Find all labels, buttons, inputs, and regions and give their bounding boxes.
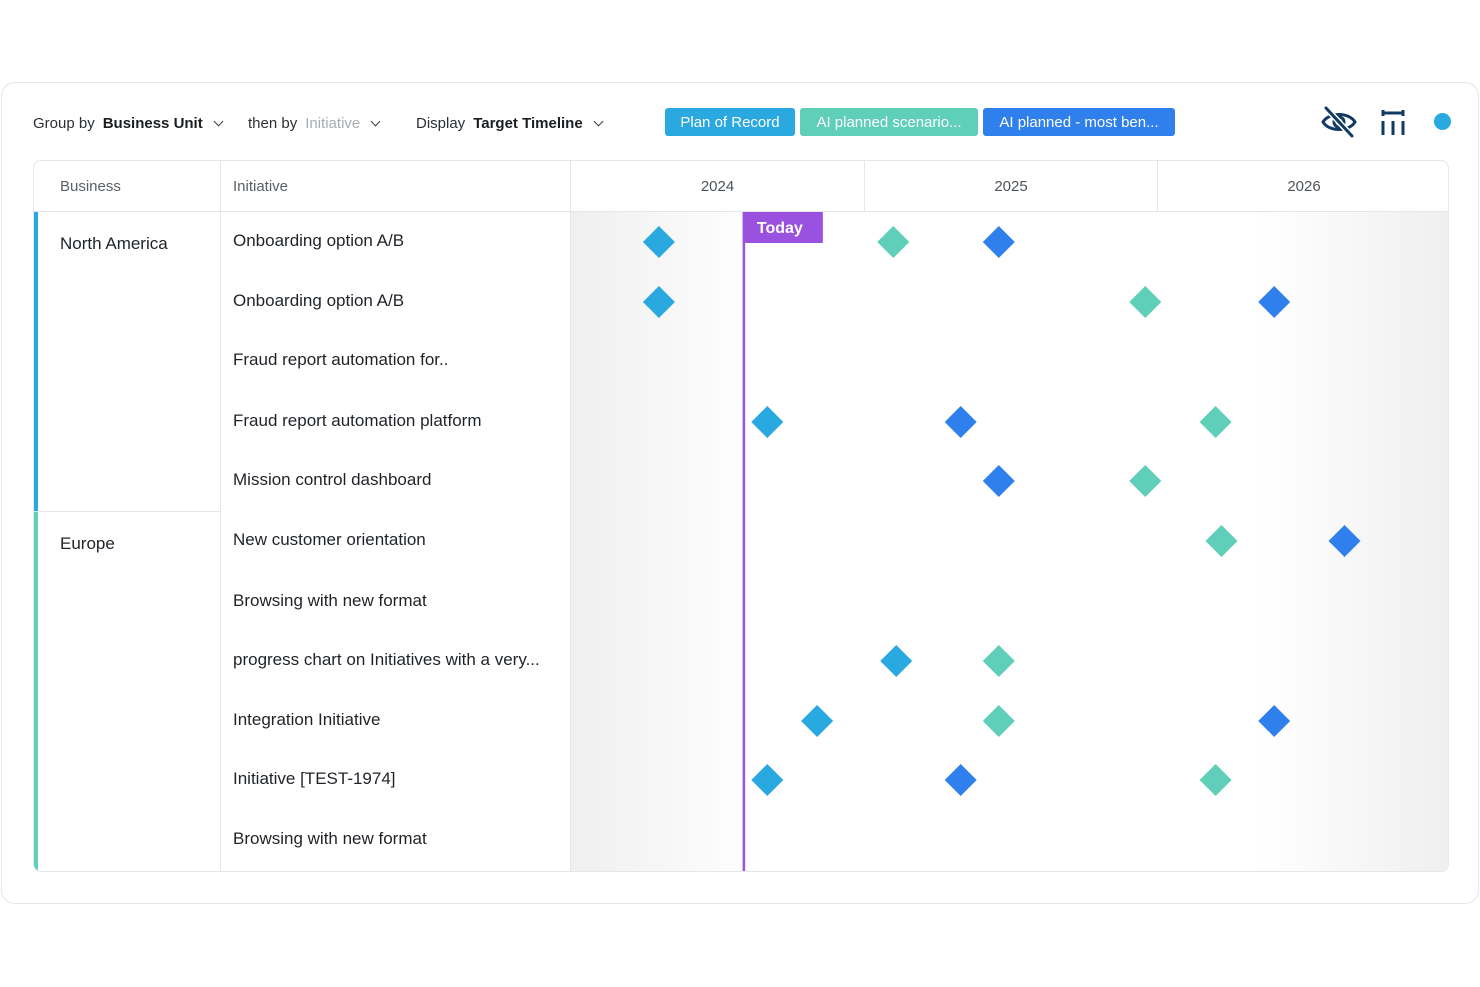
timeline-card: Group by Business Unit then by Initiativ… [1, 82, 1479, 904]
group-by-value: Business Unit [102, 114, 203, 132]
milestone-diamond[interactable] [1199, 764, 1232, 796]
milestone-diamond[interactable] [801, 705, 834, 737]
initiative-row[interactable]: Integration Initiative [233, 710, 381, 729]
group-by-label: Group by [33, 114, 95, 132]
initiative-row[interactable]: New customer orientation [233, 530, 426, 549]
business-group-north-america: North America [34, 212, 221, 512]
milestone-diamond[interactable] [1328, 525, 1361, 557]
eye-off-icon[interactable] [1320, 105, 1358, 139]
milestone-diamond[interactable] [751, 406, 784, 438]
chevron-down-icon [213, 116, 224, 126]
display-dropdown[interactable]: Display Target Timeline [416, 113, 604, 133]
year-header-2026: 2026 [1158, 161, 1448, 212]
milestone-diamond[interactable] [1129, 465, 1162, 497]
scenario-pill-plan-of-record[interactable]: Plan of Record [665, 108, 795, 136]
business-group-europe: Europe [34, 512, 221, 871]
then-by-dropdown[interactable]: then by Initiative [248, 113, 381, 133]
chevron-down-icon [370, 116, 381, 126]
initiative-column: Onboarding option A/B Onboarding option A… [221, 212, 571, 871]
milestone-diamond[interactable] [1199, 406, 1232, 438]
column-header-business[interactable]: Business [34, 161, 221, 212]
initiative-row[interactable]: Fraud report automation for.. [233, 350, 449, 369]
column-header-initiative[interactable]: Initiative [221, 161, 571, 212]
business-name: Europe [60, 534, 115, 553]
toolbar: Group by Business Unit then by Initiativ… [2, 83, 1478, 161]
milestone-diamond[interactable] [877, 226, 910, 258]
timeline-area: Today [571, 212, 1448, 871]
scenario-pill-ai-planned[interactable]: AI planned scenario... [800, 108, 978, 136]
business-name: North America [60, 234, 168, 253]
initiative-row[interactable]: Onboarding option A/B [233, 231, 405, 250]
milestone-diamond[interactable] [1258, 705, 1291, 737]
group-by-dropdown[interactable]: Group by Business Unit [33, 113, 224, 133]
timeline-grid: Business Initiative 2024 2025 2026 North… [33, 160, 1449, 872]
year-header-2025: 2025 [865, 161, 1158, 212]
chevron-down-icon [593, 116, 604, 126]
business-color-bar [34, 212, 38, 511]
timeline-svg: Today [642, 212, 1361, 871]
milestone-diamond[interactable] [1129, 286, 1162, 318]
then-by-label: then by [248, 114, 298, 132]
milestone-diamond[interactable] [944, 764, 977, 796]
milestone-diamond[interactable] [1258, 286, 1291, 318]
milestone-diamond[interactable] [982, 465, 1015, 497]
today-marker [742, 212, 823, 243]
business-column: North America Europe [34, 212, 221, 871]
initiative-row[interactable]: Fraud report automation platform [233, 411, 482, 430]
initiative-row[interactable]: Onboarding option A/B [233, 291, 405, 310]
milestone-diamond[interactable] [982, 645, 1015, 677]
scenario-pill-ai-most-beneficial[interactable]: AI planned - most ben... [983, 108, 1175, 136]
initiative-row[interactable]: progress chart on Initiatives with a ver… [233, 650, 540, 669]
milestone-diamond[interactable] [642, 286, 675, 318]
business-color-bar [34, 512, 38, 871]
status-dot [1434, 113, 1451, 130]
columns-icon[interactable] [1379, 107, 1407, 137]
display-value: Target Timeline [473, 114, 583, 132]
milestone-diamond[interactable] [642, 226, 675, 258]
today-label: Today [757, 220, 803, 237]
display-label: Display [416, 114, 466, 132]
milestone-diamond[interactable] [982, 705, 1015, 737]
milestone-diamond[interactable] [944, 406, 977, 438]
milestone-diamond[interactable] [751, 764, 784, 796]
milestone-diamond[interactable] [982, 226, 1015, 258]
milestone-diamond[interactable] [880, 645, 913, 677]
milestone-diamond[interactable] [1205, 525, 1238, 557]
initiative-row[interactable]: Initiative [TEST-1974] [233, 769, 396, 788]
initiative-row[interactable]: Browsing with new format [233, 829, 427, 848]
initiative-row[interactable]: Mission control dashboard [233, 470, 432, 489]
then-by-value: Initiative [305, 114, 361, 132]
year-header-2024: 2024 [571, 161, 865, 212]
initiative-row[interactable]: Browsing with new format [233, 591, 427, 610]
